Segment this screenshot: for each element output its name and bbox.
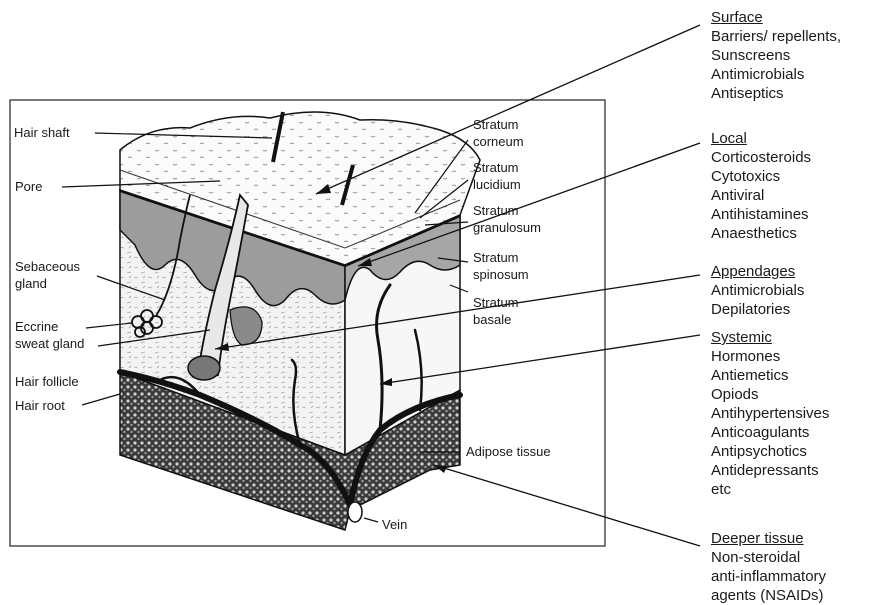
label-hair-root: Hair root (15, 398, 65, 414)
category-item: Barriers/ repellents, (711, 27, 841, 46)
category-item: agents (NSAIDs) (711, 586, 826, 605)
category-item: Antihypertensives (711, 404, 829, 423)
category-surface: Surface Barriers/ repellents, Sunscreens… (711, 8, 841, 103)
category-item: Anaesthetics (711, 224, 811, 243)
category-item: Corticosteroids (711, 148, 811, 167)
category-item: Antihistamines (711, 205, 811, 224)
label-vein: Vein (382, 517, 407, 533)
category-heading: Local (711, 129, 811, 148)
category-systemic: Systemic Hormones Antiemetics Opiods Ant… (711, 328, 829, 499)
label-hair-follicle: Hair follicle (15, 374, 79, 390)
category-heading: Appendages (711, 262, 804, 281)
category-item: etc (711, 480, 829, 499)
category-item: Antipsychotics (711, 442, 829, 461)
category-local: Local Corticosteroids Cytotoxics Antivir… (711, 129, 811, 243)
category-deeper-tissue: Deeper tissue Non-steroidal anti-inflamm… (711, 529, 826, 605)
label-adipose-tissue: Adipose tissue (466, 444, 551, 460)
category-item: Antidepressants (711, 461, 829, 480)
label-hair-shaft: Hair shaft (14, 125, 70, 141)
category-item: Sunscreens (711, 46, 841, 65)
category-item: Cytotoxics (711, 167, 811, 186)
category-item: Antimicrobials (711, 65, 841, 84)
category-item: Anticoagulants (711, 423, 829, 442)
category-item: Hormones (711, 347, 829, 366)
category-heading: Systemic (711, 328, 829, 347)
hair-bulb (188, 356, 220, 380)
category-item: anti-inflammatory (711, 567, 826, 586)
vein-opening (348, 502, 362, 522)
category-heading: Surface (711, 8, 841, 27)
category-item: Opiods (711, 385, 829, 404)
category-item: Antiseptics (711, 84, 841, 103)
category-item: Non-steroidal (711, 548, 826, 567)
category-item: Antiemetics (711, 366, 829, 385)
category-item: Antimicrobials (711, 281, 804, 300)
category-appendages: Appendages Antimicrobials Depilatories (711, 262, 804, 319)
category-item: Antiviral (711, 186, 811, 205)
label-pore: Pore (15, 179, 42, 195)
category-heading: Deeper tissue (711, 529, 826, 548)
category-item: Depilatories (711, 300, 804, 319)
